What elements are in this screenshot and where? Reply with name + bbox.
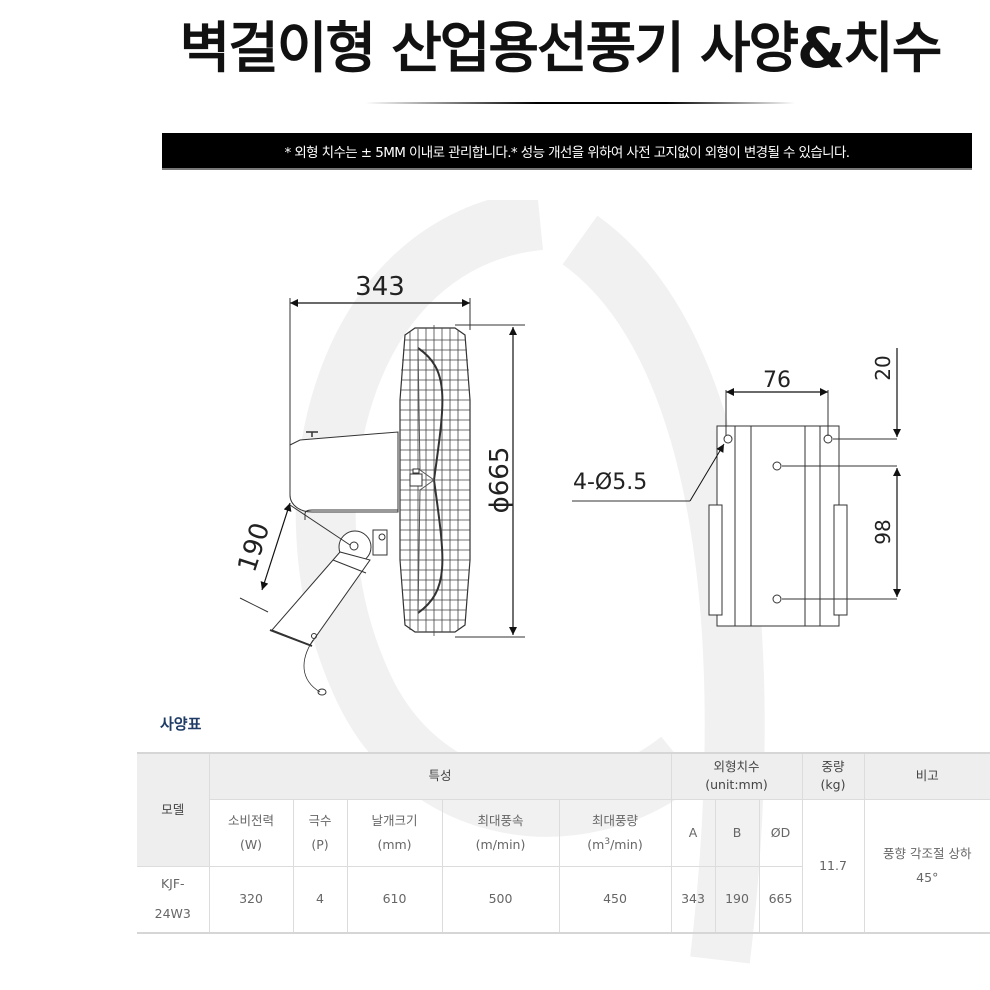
header-model: 모델 (137, 752, 210, 867)
dimension-drawing: 343 ϕ665 190 76 20 98 4-Ø5.5 (232, 272, 901, 696)
cell-dim-b: 190 (714, 865, 760, 934)
dim-hole-spacing-76: 76 (763, 368, 791, 393)
cell-model: KJF-24W3 (137, 865, 210, 934)
subheader-dim-d: ØD (758, 798, 803, 867)
cell-power: 320 (208, 865, 294, 934)
subheader-max-speed: 최대풍속(m/min) (441, 798, 560, 867)
spec-section-label: 사양표 (160, 715, 202, 733)
mounting-bracket-view (572, 348, 901, 627)
dim-width-343: 343 (355, 272, 405, 302)
subheader-power: 소비전력(W) (209, 798, 294, 867)
header-remarks: 비고 (863, 752, 990, 800)
header-dimensions: 외형치수(unit:mm) (670, 752, 803, 800)
subheader-blade-size: 날개크기(mm) (346, 798, 443, 867)
spec-table: 모델 특성 외형치수(unit:mm) 중량(kg) 비고 소비전력(W) 극수… (137, 752, 990, 934)
page-title: 벽걸이형 산업용선풍기 사양&치수 (179, 16, 943, 80)
header-characteristics: 특성 (208, 752, 672, 800)
cell-dim-d: 665 (758, 865, 802, 934)
subheader-max-volume: 최대풍량(m3/min) (558, 798, 672, 867)
dim-top-offset-20: 20 (871, 355, 895, 380)
notice-text: * 외형 치수는 ± 5MM 이내로 관리합니다.* 성능 개선을 위하여 사전… (284, 144, 850, 161)
subheader-dim-b: B (714, 798, 760, 867)
hole-callout: 4-Ø5.5 (573, 470, 647, 495)
subheader-dim-a: A (670, 798, 716, 867)
title-divider (365, 102, 795, 104)
cell-weight: 11.7 (801, 798, 865, 934)
dim-diameter-665: ϕ665 (485, 447, 515, 514)
dim-vertical-98: 98 (871, 519, 895, 544)
cell-dim-a: 343 (670, 865, 716, 934)
notice-banner: * 외형 치수는 ± 5MM 이내로 관리합니다.* 성능 개선을 위하여 사전… (162, 133, 972, 170)
cell-blade: 610 (346, 865, 443, 934)
cell-max-volume: 450 (558, 865, 672, 934)
header-weight: 중량(kg) (801, 752, 865, 800)
table-row: KJF-24W3 320 4 610 500 450 343 190 665 (137, 865, 990, 934)
fan-side-view (239, 298, 525, 696)
cell-poles: 4 (292, 865, 348, 934)
subheader-poles: 극수(P) (292, 798, 348, 867)
cell-max-speed: 500 (441, 865, 560, 934)
